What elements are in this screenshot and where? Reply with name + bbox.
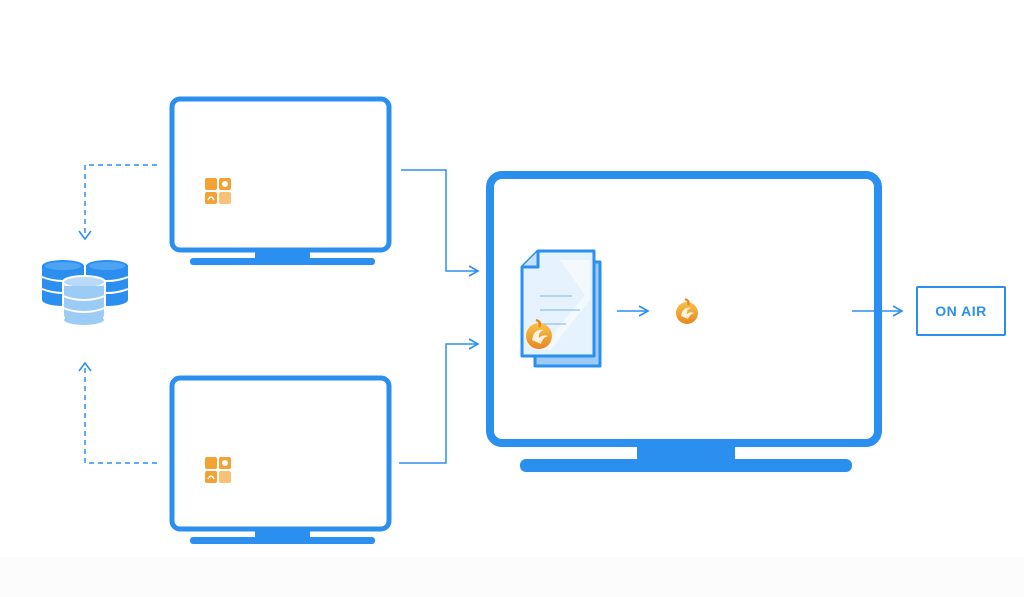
arrow-down-icon [78, 230, 92, 241]
on-air-label: ON AIR [935, 303, 987, 319]
workstation-monitor-bottom [169, 375, 392, 544]
footer-band [0, 557, 1024, 597]
on-air-output-box: ON AIR [916, 286, 1006, 336]
document-stack-icon [520, 249, 602, 368]
database-stack-icon [41, 260, 129, 327]
sync-connector-top [84, 164, 157, 236]
phoenix-logo-icon-center [676, 297, 698, 324]
orange-grid-app-icon [205, 178, 231, 204]
phoenix-logo-icon [526, 318, 552, 349]
sync-connector-bottom [84, 366, 157, 464]
feed-connector-bottom [399, 338, 480, 464]
feed-connector-top [401, 169, 480, 277]
arrow-up-icon [78, 361, 92, 372]
workstation-monitor-top [169, 96, 392, 265]
orange-grid-app-icon-2 [205, 457, 231, 483]
